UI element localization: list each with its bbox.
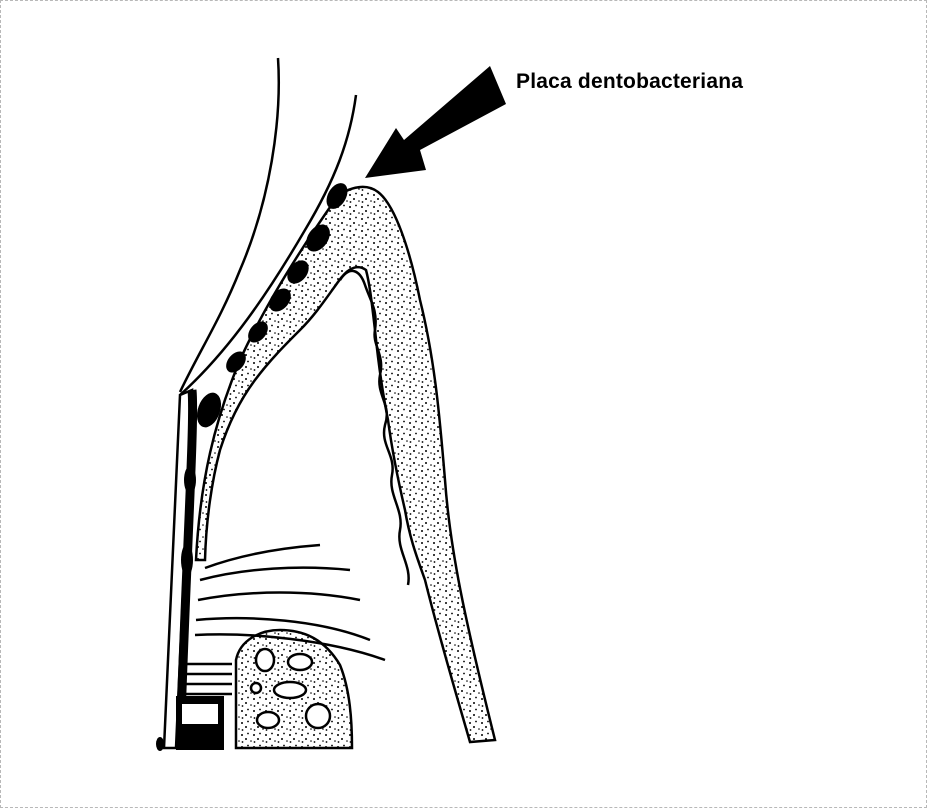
root-apex-gap	[182, 704, 218, 724]
root-attachment-lines	[180, 664, 232, 694]
root-tip	[156, 737, 164, 751]
plaque-label: Placa dentobacteriana	[516, 70, 743, 94]
pointer-arrow-icon	[365, 66, 506, 178]
